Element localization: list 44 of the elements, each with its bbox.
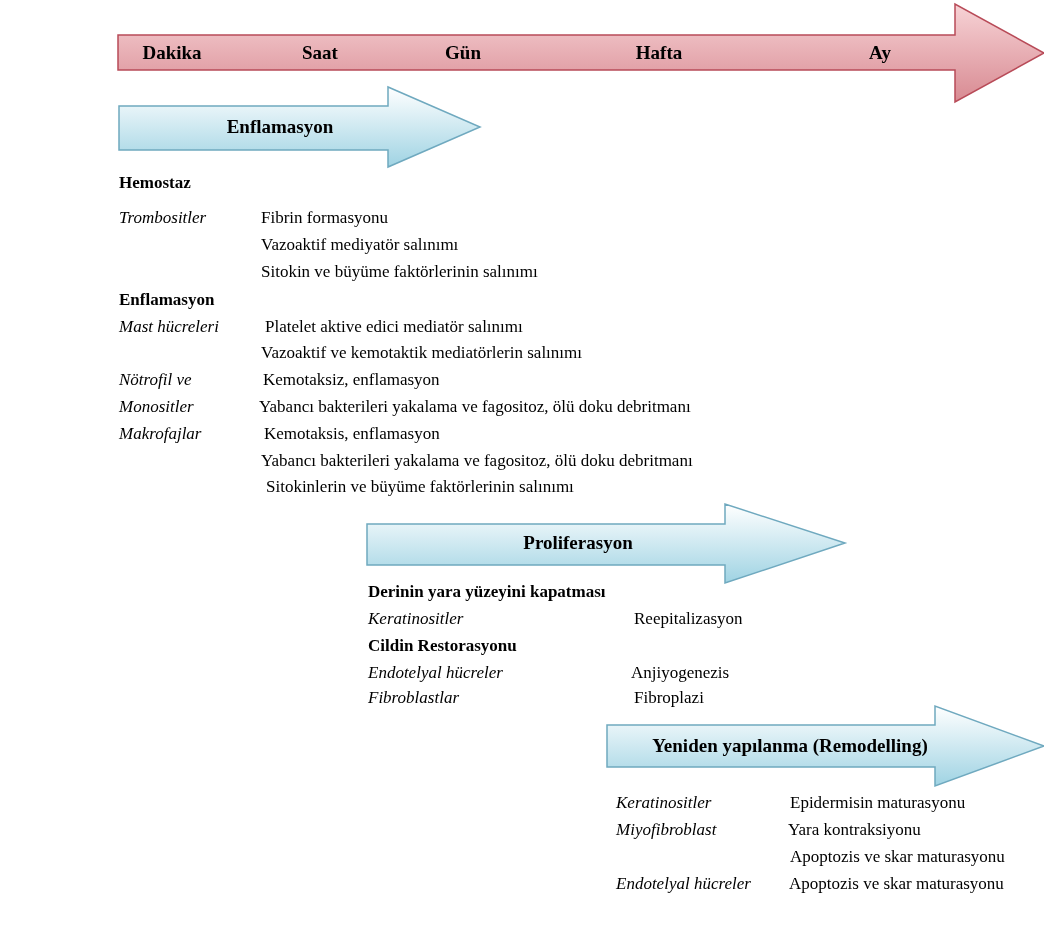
function-text: Anjiyogenezis bbox=[631, 663, 730, 683]
time-scale-label: Hafta bbox=[635, 42, 683, 64]
time-scale-label: Ay bbox=[869, 42, 891, 64]
phase-arrow bbox=[606, 705, 1044, 787]
time-scale-label: Dakika bbox=[142, 42, 202, 64]
cell-type-label: Keratinositler bbox=[616, 793, 712, 813]
phase-arrow bbox=[118, 86, 482, 168]
section-heading: Hemostaz bbox=[119, 173, 191, 193]
function-text: Fibroplazi bbox=[634, 688, 704, 708]
cell-type-label: Mast hücreleri bbox=[119, 317, 219, 337]
phase-title: Yeniden yapılanma (Remodelling) bbox=[652, 735, 928, 757]
function-text: Apoptozis ve skar maturasyonu bbox=[790, 847, 1005, 867]
time-scale-label: Saat bbox=[302, 42, 338, 64]
function-text: Yara kontraksiyonu bbox=[788, 820, 921, 840]
section-heading: Derinin yara yüzeyini kapatması bbox=[368, 582, 606, 602]
cell-type-label: Endotelyal hücreler bbox=[368, 663, 503, 683]
phase-arrow bbox=[366, 503, 847, 584]
phase-title: Enflamasyon bbox=[226, 116, 334, 138]
function-text: Vazoaktif ve kemotaktik mediatörlerin salınımı bbox=[261, 343, 583, 363]
function-text: Platelet aktive edici mediatör salınımı bbox=[265, 317, 523, 337]
function-text: Sitokin ve büyüme faktörlerinin salınımı bbox=[261, 262, 538, 282]
timeline-arrow bbox=[117, 3, 1044, 103]
phase-title: Proliferasyon bbox=[523, 532, 633, 554]
time-scale-label: Gün bbox=[445, 42, 481, 64]
cell-type-label: Nötrofil ve bbox=[119, 370, 192, 390]
cell-type-label: Makrofajlar bbox=[119, 424, 202, 444]
function-text: Yabancı bakterileri yakalama ve fagositoz, ölü doku debritmanı bbox=[261, 451, 693, 471]
function-text: Yabancı bakterileri yakalama ve fagositoz, ölü doku debritmanı bbox=[259, 397, 691, 417]
cell-type-label: Miyofibroblast bbox=[616, 820, 717, 840]
section-heading: Cildin Restorasyonu bbox=[368, 636, 517, 656]
function-text: Vazoaktif mediyatör salınımı bbox=[261, 235, 459, 255]
section-heading: Enflamasyon bbox=[119, 290, 215, 310]
function-text: Reepitalizasyon bbox=[634, 609, 743, 629]
cell-type-label: Endotelyal hücreler bbox=[616, 874, 751, 894]
cell-type-label: Fibroblastlar bbox=[368, 688, 459, 708]
function-text: Fibrin formasyonu bbox=[261, 208, 389, 228]
function-text: Kemotaksiz, enflamasyon bbox=[263, 370, 440, 390]
cell-type-label: Trombositler bbox=[119, 208, 207, 228]
function-text: Apoptozis ve skar maturasyonu bbox=[789, 874, 1004, 894]
cell-type-label: Monositler bbox=[119, 397, 194, 417]
cell-type-label: Keratinositler bbox=[368, 609, 464, 629]
function-text: Epidermisin maturasyonu bbox=[790, 793, 966, 813]
function-text: Kemotaksis, enflamasyon bbox=[264, 424, 440, 444]
function-text: Sitokinlerin ve büyüme faktörlerinin salınımı bbox=[266, 477, 574, 497]
